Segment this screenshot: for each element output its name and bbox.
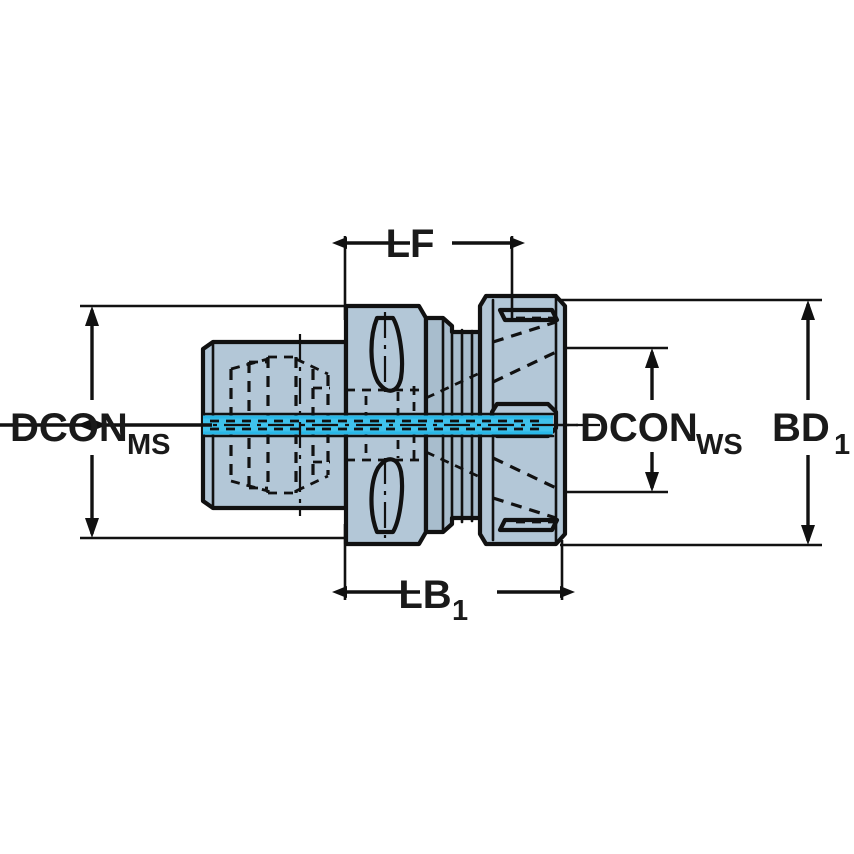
dimension-bd1: BD 1	[560, 298, 850, 547]
dimension-lb1: LB 1	[332, 524, 575, 627]
dimension-label-lb1: LB	[398, 573, 451, 617]
dimension-dcon-ws: DCON WS	[557, 346, 743, 494]
dimension-label-dcon-ms: DCON	[10, 406, 128, 450]
dimension-label-lb1-subscript: 1	[452, 595, 468, 627]
dimension-label-bd1: BD	[772, 406, 830, 450]
coolant-channel	[180, 412, 600, 438]
dimension-label-dcon-ms-subscript: MS	[127, 429, 171, 461]
dimension-label-bd1-subscript: 1	[834, 429, 850, 461]
dimension-label-lf: LF	[386, 222, 435, 266]
dimension-dcon-ms: DCON MS	[0, 304, 348, 540]
dimension-lf: LF	[332, 222, 525, 320]
tool-holder-body	[180, 293, 600, 547]
dimension-label-dcon-ws: DCON	[580, 406, 698, 450]
dimension-label-dcon-ws-subscript: WS	[696, 429, 743, 461]
